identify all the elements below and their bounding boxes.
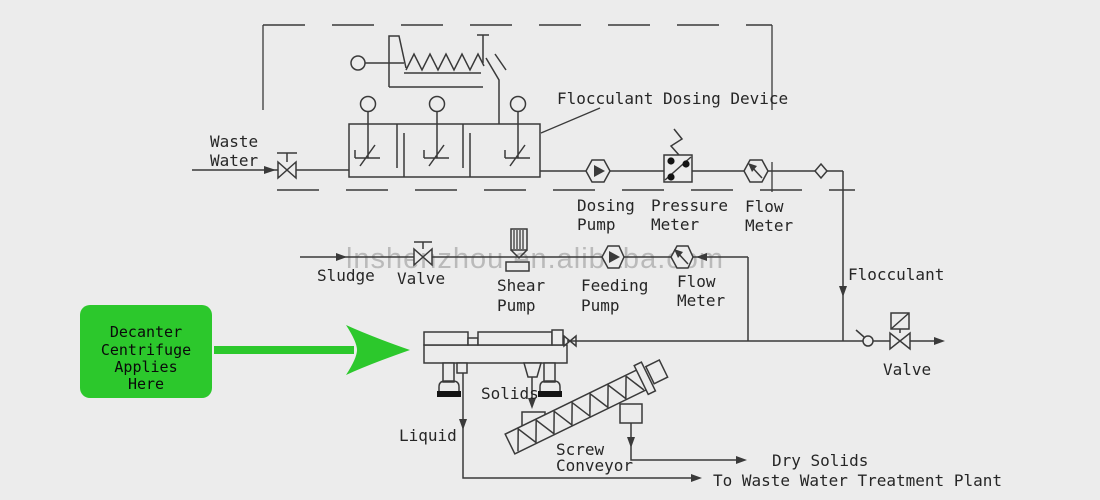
sludge-valve-label: Valve xyxy=(397,269,445,288)
pipe-fitting-diamond xyxy=(814,162,828,180)
feeder-chute xyxy=(485,57,500,124)
flow-arrow xyxy=(627,437,635,448)
pressure-meter-label-1: Pressure xyxy=(651,196,728,215)
check-valve-symbol xyxy=(855,329,874,347)
tank-baffle xyxy=(462,124,471,177)
outlet-control-valve-symbol xyxy=(889,312,911,351)
flocculation-tank xyxy=(348,34,541,178)
feeding-pump-label-2: Pump xyxy=(581,296,620,315)
decanter-centrifuge xyxy=(423,329,577,397)
valve-symbol xyxy=(277,152,297,180)
shear-pump-label-2: Pump xyxy=(497,296,536,315)
conveyor-flange xyxy=(633,361,657,396)
centrifuge-body xyxy=(423,344,568,364)
flocculant-line xyxy=(839,171,847,341)
sludge-valve-symbol xyxy=(413,241,433,267)
flow-arrow xyxy=(336,253,347,261)
centrifuge-legs xyxy=(437,362,562,397)
dosing-pump-label-1: Dosing xyxy=(577,196,635,215)
mixer-2 xyxy=(423,95,449,167)
callout-arrow-shaft xyxy=(214,346,354,354)
sludge-label: Sludge xyxy=(317,266,375,285)
flow-arrow xyxy=(934,337,945,345)
shear-pump-symbol xyxy=(505,228,530,272)
shear-pump-label-1: Shear xyxy=(497,276,546,295)
flow-arrow xyxy=(736,456,747,464)
feeding-pump-symbol xyxy=(601,245,625,269)
flow-arrow xyxy=(691,474,702,482)
flocculant-label: Flocculant xyxy=(848,265,944,284)
dry-solids-line xyxy=(627,423,747,464)
flow-arrow xyxy=(459,419,467,430)
flow-arrow xyxy=(528,398,536,409)
liquid-label: Liquid xyxy=(399,426,457,445)
callout-line-2: Centrifuge xyxy=(101,341,191,359)
mixer-3 xyxy=(504,95,530,167)
flow-meter-top-label-2: Meter xyxy=(745,216,794,235)
dry-solids-label: Dry Solids xyxy=(772,451,868,470)
conveyor-motor xyxy=(644,359,669,385)
screw-conveyor-label-1: Screw xyxy=(556,440,605,459)
waste-water-inlet xyxy=(192,152,349,180)
solids-outlet-funnel xyxy=(523,362,542,378)
flow-arrow xyxy=(696,253,707,261)
pressure-meter-symbol xyxy=(663,128,693,183)
feeding-pump-label-1: Feeding xyxy=(581,276,648,295)
callout-line-4: Here xyxy=(128,375,164,393)
waste-water-label-1: Waste xyxy=(210,132,258,151)
outlet-valve-label: Valve xyxy=(883,360,931,379)
callout-arrow-head xyxy=(346,325,410,375)
flow-arrow xyxy=(839,286,847,297)
mixer-1 xyxy=(354,95,380,167)
decanter-callout: Decanter Centrifuge Applies Here xyxy=(80,305,410,398)
feeder-motor-icon xyxy=(350,55,366,71)
screw-conveyor-label-2: Conveyor xyxy=(556,456,633,475)
waste-water-label-2: Water xyxy=(210,151,259,170)
dosing-pump-label-2: Pump xyxy=(577,215,616,234)
pressure-meter-label-2: Meter xyxy=(651,215,700,234)
centrate-outlet-line xyxy=(567,312,945,351)
flow-meter-top-symbol xyxy=(743,159,769,183)
solids-label: Solids xyxy=(481,384,539,403)
dosing-pump-symbol xyxy=(585,159,611,183)
diagram-labels: Waste Water Flocculant Dosing Device Dos… xyxy=(210,89,1002,490)
dosing-device-boundary xyxy=(262,24,855,192)
dosing-line xyxy=(540,128,843,183)
flow-meter-mid-label-1: Flow xyxy=(677,272,716,291)
callout-line-1: Decanter xyxy=(110,323,182,341)
liquid-outlet-port xyxy=(456,362,468,374)
callout-line-3: Applies xyxy=(114,358,177,376)
to-wwtp-label: To Waste Water Treatment Plant xyxy=(713,471,1002,490)
flow-arrow xyxy=(264,166,276,174)
conveyor-discharge-box xyxy=(619,403,643,424)
screw-feeder xyxy=(350,34,507,124)
flow-meter-mid-symbol xyxy=(670,245,694,269)
flocculant-dosing-device-label: Flocculant Dosing Device xyxy=(557,89,788,108)
watermark-text: lnshenzhou.en.alibaba.com xyxy=(346,243,724,275)
flow-meter-mid-label-2: Meter xyxy=(677,291,726,310)
flow-meter-top-label-1: Flow xyxy=(745,197,784,216)
liquid-line xyxy=(459,373,702,482)
callout-box xyxy=(80,305,212,398)
sludge-feed-line xyxy=(300,228,749,341)
solids-drop-line xyxy=(528,377,536,409)
tank-baffle xyxy=(396,124,405,177)
label-leader-line xyxy=(540,107,601,134)
screw-conveyor xyxy=(504,359,669,455)
